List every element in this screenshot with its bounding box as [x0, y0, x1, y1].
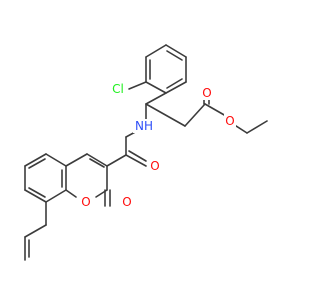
molecule-canvas: Cl O O NH O O O — [24, 44, 268, 261]
bond — [65, 189, 77, 198]
bond — [128, 81, 147, 90]
atom-label-o-carbonyl-ester: O — [201, 86, 213, 100]
svg-text:O: O — [122, 195, 131, 209]
bond — [128, 150, 147, 162]
bond — [145, 92, 167, 105]
bond — [145, 81, 167, 94]
atom-label-nh: NH — [133, 119, 155, 133]
bond — [89, 158, 105, 168]
bond — [166, 50, 183, 61]
bond — [45, 153, 67, 167]
svg-text:O: O — [150, 159, 159, 173]
svg-text:O: O — [81, 195, 90, 209]
bond — [145, 44, 167, 58]
atom-label-o-ring: O — [80, 195, 92, 209]
molecule-structure: Cl O O NH O O O — [24, 44, 268, 261]
bond — [125, 154, 147, 167]
bond — [28, 158, 46, 169]
bond — [106, 154, 127, 167]
bond — [28, 187, 46, 198]
pyranone-ring — [65, 153, 108, 198]
bond — [184, 103, 206, 127]
chlorophenyl-ring — [145, 44, 187, 94]
bond — [24, 153, 47, 167]
bond — [246, 120, 268, 134]
atom-label-cl: Cl — [108, 82, 128, 96]
bond — [24, 224, 47, 238]
atom-label-o-lactone: O — [121, 195, 133, 209]
bond — [45, 189, 67, 203]
svg-text:NH: NH — [135, 119, 153, 133]
atom-label-o-amide: O — [149, 159, 161, 173]
svg-text:O: O — [202, 86, 211, 100]
bond — [145, 103, 186, 127]
svg-text:O: O — [225, 114, 234, 128]
bond — [204, 103, 227, 117]
bond — [24, 189, 47, 203]
bond — [165, 81, 187, 94]
benzene-ring — [24, 153, 67, 203]
bond — [86, 153, 108, 167]
bond — [165, 44, 187, 58]
bond — [166, 78, 183, 89]
svg-text:Cl: Cl — [112, 82, 124, 96]
bond — [65, 153, 88, 167]
atom-label-o-ether-ester: O — [224, 114, 236, 128]
